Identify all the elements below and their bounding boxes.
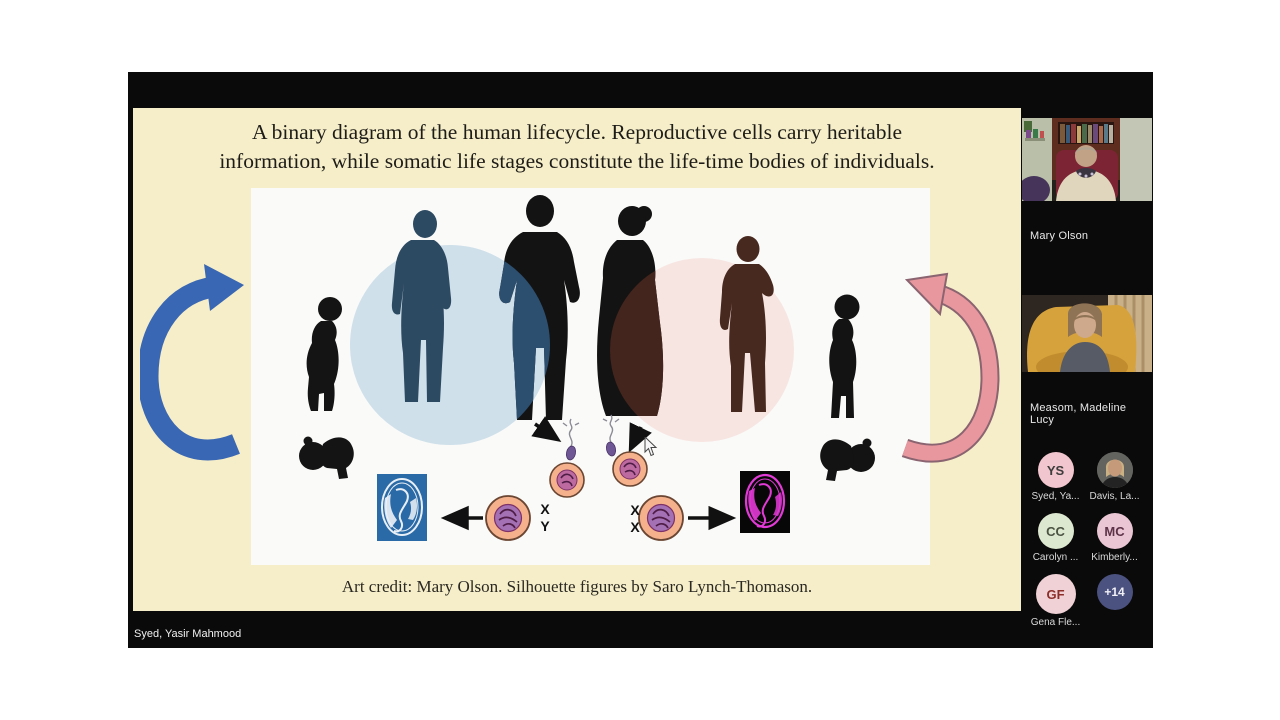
fetus-magenta-illustration <box>740 471 790 533</box>
egg-small-right <box>612 451 648 487</box>
participant-syed[interactable]: YS Syed, Ya... <box>1026 452 1085 502</box>
participant-label: Davis, La... <box>1089 491 1140 502</box>
karyotype-xx-x1: X <box>630 502 640 518</box>
fetus-blue-illustration <box>377 474 427 541</box>
lifecycle-diagram: X Y X X <box>251 188 930 565</box>
egg-large-left <box>485 495 531 541</box>
karyotype-xy-y: Y <box>540 518 550 534</box>
video-tile-mary-olson[interactable] <box>1022 118 1152 201</box>
participant-label: Syed, Ya... <box>1031 491 1080 502</box>
baby-left-silhouette <box>299 436 354 479</box>
participant-gena[interactable]: GF Gena Fle... <box>1026 574 1085 628</box>
presenter-name-label: Syed, Yasir Mahmood <box>134 628 242 640</box>
egg-large-right <box>638 495 684 541</box>
mouse-cursor-icon <box>644 437 658 457</box>
video-tile-measom[interactable] <box>1022 295 1152 372</box>
slide-title-line2: information, while somatic life stages c… <box>219 149 935 174</box>
avatar-overflow-count[interactable]: +14 <box>1096 574 1133 610</box>
participant-label: Gena Fle... <box>1030 617 1081 628</box>
cycle-arrow-blue <box>140 264 244 461</box>
video-name-mary-olson: Mary Olson <box>1030 230 1089 242</box>
video-feed-measom <box>1022 295 1152 372</box>
arrow-man-to-sperm <box>531 416 562 442</box>
participant-avatar-grid: YS Syed, Ya... Davis, La... CC Carolyn .… <box>1026 452 1146 628</box>
arrow-woman-to-egg <box>628 422 652 453</box>
sperm-left-icon <box>562 418 580 462</box>
avatar-photo-image <box>1096 452 1133 488</box>
baby-right-silhouette <box>820 438 875 481</box>
woman-brown-silhouette <box>719 236 774 412</box>
participant-label: Carolyn ... <box>1032 552 1079 563</box>
egg-small-left <box>549 462 585 498</box>
video-feed-mary <box>1022 118 1152 201</box>
avatar-initials-cc[interactable]: CC <box>1037 513 1074 549</box>
participant-kimberly[interactable]: MC Kimberly... <box>1085 513 1144 563</box>
slide-title: A binary diagram of the human lifecycle.… <box>133 118 1021 176</box>
participant-label: Kimberly... <box>1091 552 1138 563</box>
slide-title-line1: A binary diagram of the human lifecycle.… <box>251 120 903 144</box>
toddler-right-silhouette <box>829 294 860 418</box>
karyotype-xx-x2: X <box>630 519 640 535</box>
sperm-right-icon <box>602 414 620 458</box>
avatar-initials-mc[interactable]: MC <box>1096 513 1133 549</box>
participant-carolyn[interactable]: CC Carolyn ... <box>1026 513 1085 563</box>
karyotype-xy-x: X <box>540 501 550 517</box>
video-name-measom: Measom, Madeline Lucy <box>1030 402 1127 426</box>
art-credit: Art credit: Mary Olson. Silhouette figur… <box>341 577 813 596</box>
avatar-initials-gf[interactable]: GF <box>1035 574 1076 614</box>
presentation-slide: A binary diagram of the human lifecycle.… <box>133 108 1021 611</box>
man-blue-silhouette <box>391 210 452 402</box>
cycle-arrow-pink <box>901 272 1000 463</box>
avatar-initials-ys[interactable]: YS <box>1037 452 1074 488</box>
avatar-photo-davis[interactable] <box>1096 452 1133 488</box>
screen-share-region: A binary diagram of the human lifecycle.… <box>128 72 1153 648</box>
toddler-left-silhouette <box>306 297 342 411</box>
woman-center-silhouette <box>597 206 664 416</box>
lifecycle-diagram-svg: X Y X X <box>299 195 875 541</box>
participant-davis[interactable]: Davis, La... <box>1085 452 1144 502</box>
participant-overflow[interactable]: +14 <box>1085 574 1144 628</box>
